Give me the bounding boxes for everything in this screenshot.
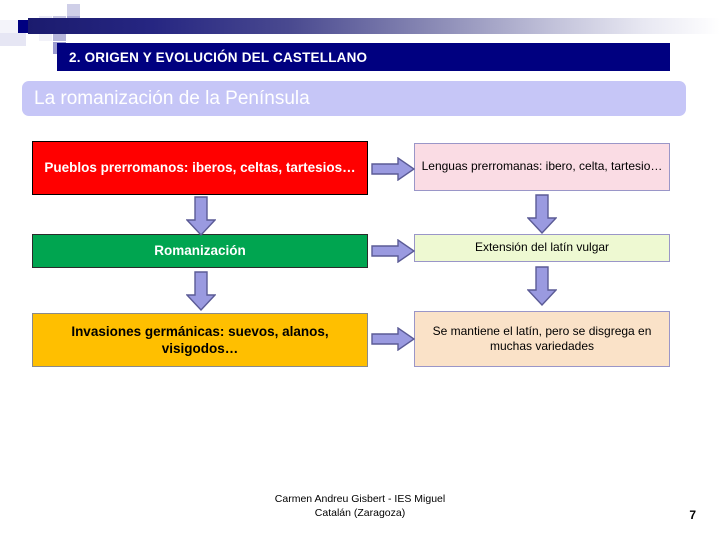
header-gradient-bar [28, 18, 720, 34]
arrow-down-icon-right-2 [527, 266, 557, 306]
footer-line-1: Carmen Andreu Gisbert - IES Miguel [274, 493, 446, 505]
decor-square-10 [0, 33, 26, 46]
diagram-box-pueblos-prerromanos: Pueblos prerromanos: iberos, celtas, tar… [32, 141, 368, 195]
decor-square-9 [0, 20, 18, 33]
subtitle-bar: La romanización de la Península [22, 81, 686, 116]
diagram-box-lenguas-prerromanas: Lenguas prerromanas: ibero, celta, tarte… [414, 143, 670, 191]
diagram-box-label: Lenguas prerromanas: ibero, celta, tarte… [421, 159, 663, 174]
diagram-box-label: Romanización [154, 243, 246, 259]
diagram-box-label: Invasiones germánicas: suevos, alanos, v… [71, 323, 329, 356]
arrow-down-icon-right-1 [527, 194, 557, 234]
diagram-box-se-mantiene-latin: Se mantiene el latín, pero se disgrega e… [414, 311, 670, 367]
diagram-box-label: Extensión del latín vulgar [474, 240, 610, 255]
arrow-down-icon-left-1 [186, 196, 216, 236]
subtitle-text: La romanización de la Península [34, 87, 310, 109]
diagram-box-label: Pueblos prerromanos: iberos, celtas, tar… [44, 160, 356, 176]
footer: Carmen Andreu Gisbert - IES Miguel Catal… [0, 492, 720, 520]
diagram-box-label: Se mantiene el latín, pero se disgrega e… [432, 323, 652, 353]
decor-square-7 [67, 4, 80, 16]
diagram-box-extension-latin-vulgar: Extensión del latín vulgar [414, 234, 670, 262]
diagram-box-romanizacion: Romanización [32, 234, 368, 268]
arrow-right-icon-row3 [371, 327, 415, 351]
footer-line-2: Catalán (Zaragoza) [314, 507, 406, 520]
arrow-right-icon-row2 [371, 239, 415, 263]
arrow-right-icon-row1 [371, 157, 415, 181]
page-number: 7 [689, 508, 696, 522]
page-title: 2. ORIGEN Y EVOLUCIÓN DEL CASTELLANO [69, 49, 368, 65]
title-bar: 2. ORIGEN Y EVOLUCIÓN DEL CASTELLANO [57, 43, 670, 71]
diagram-box-invasiones-germanicas: Invasiones germánicas: suevos, alanos, v… [32, 313, 368, 367]
arrow-down-icon-left-2 [186, 271, 216, 311]
